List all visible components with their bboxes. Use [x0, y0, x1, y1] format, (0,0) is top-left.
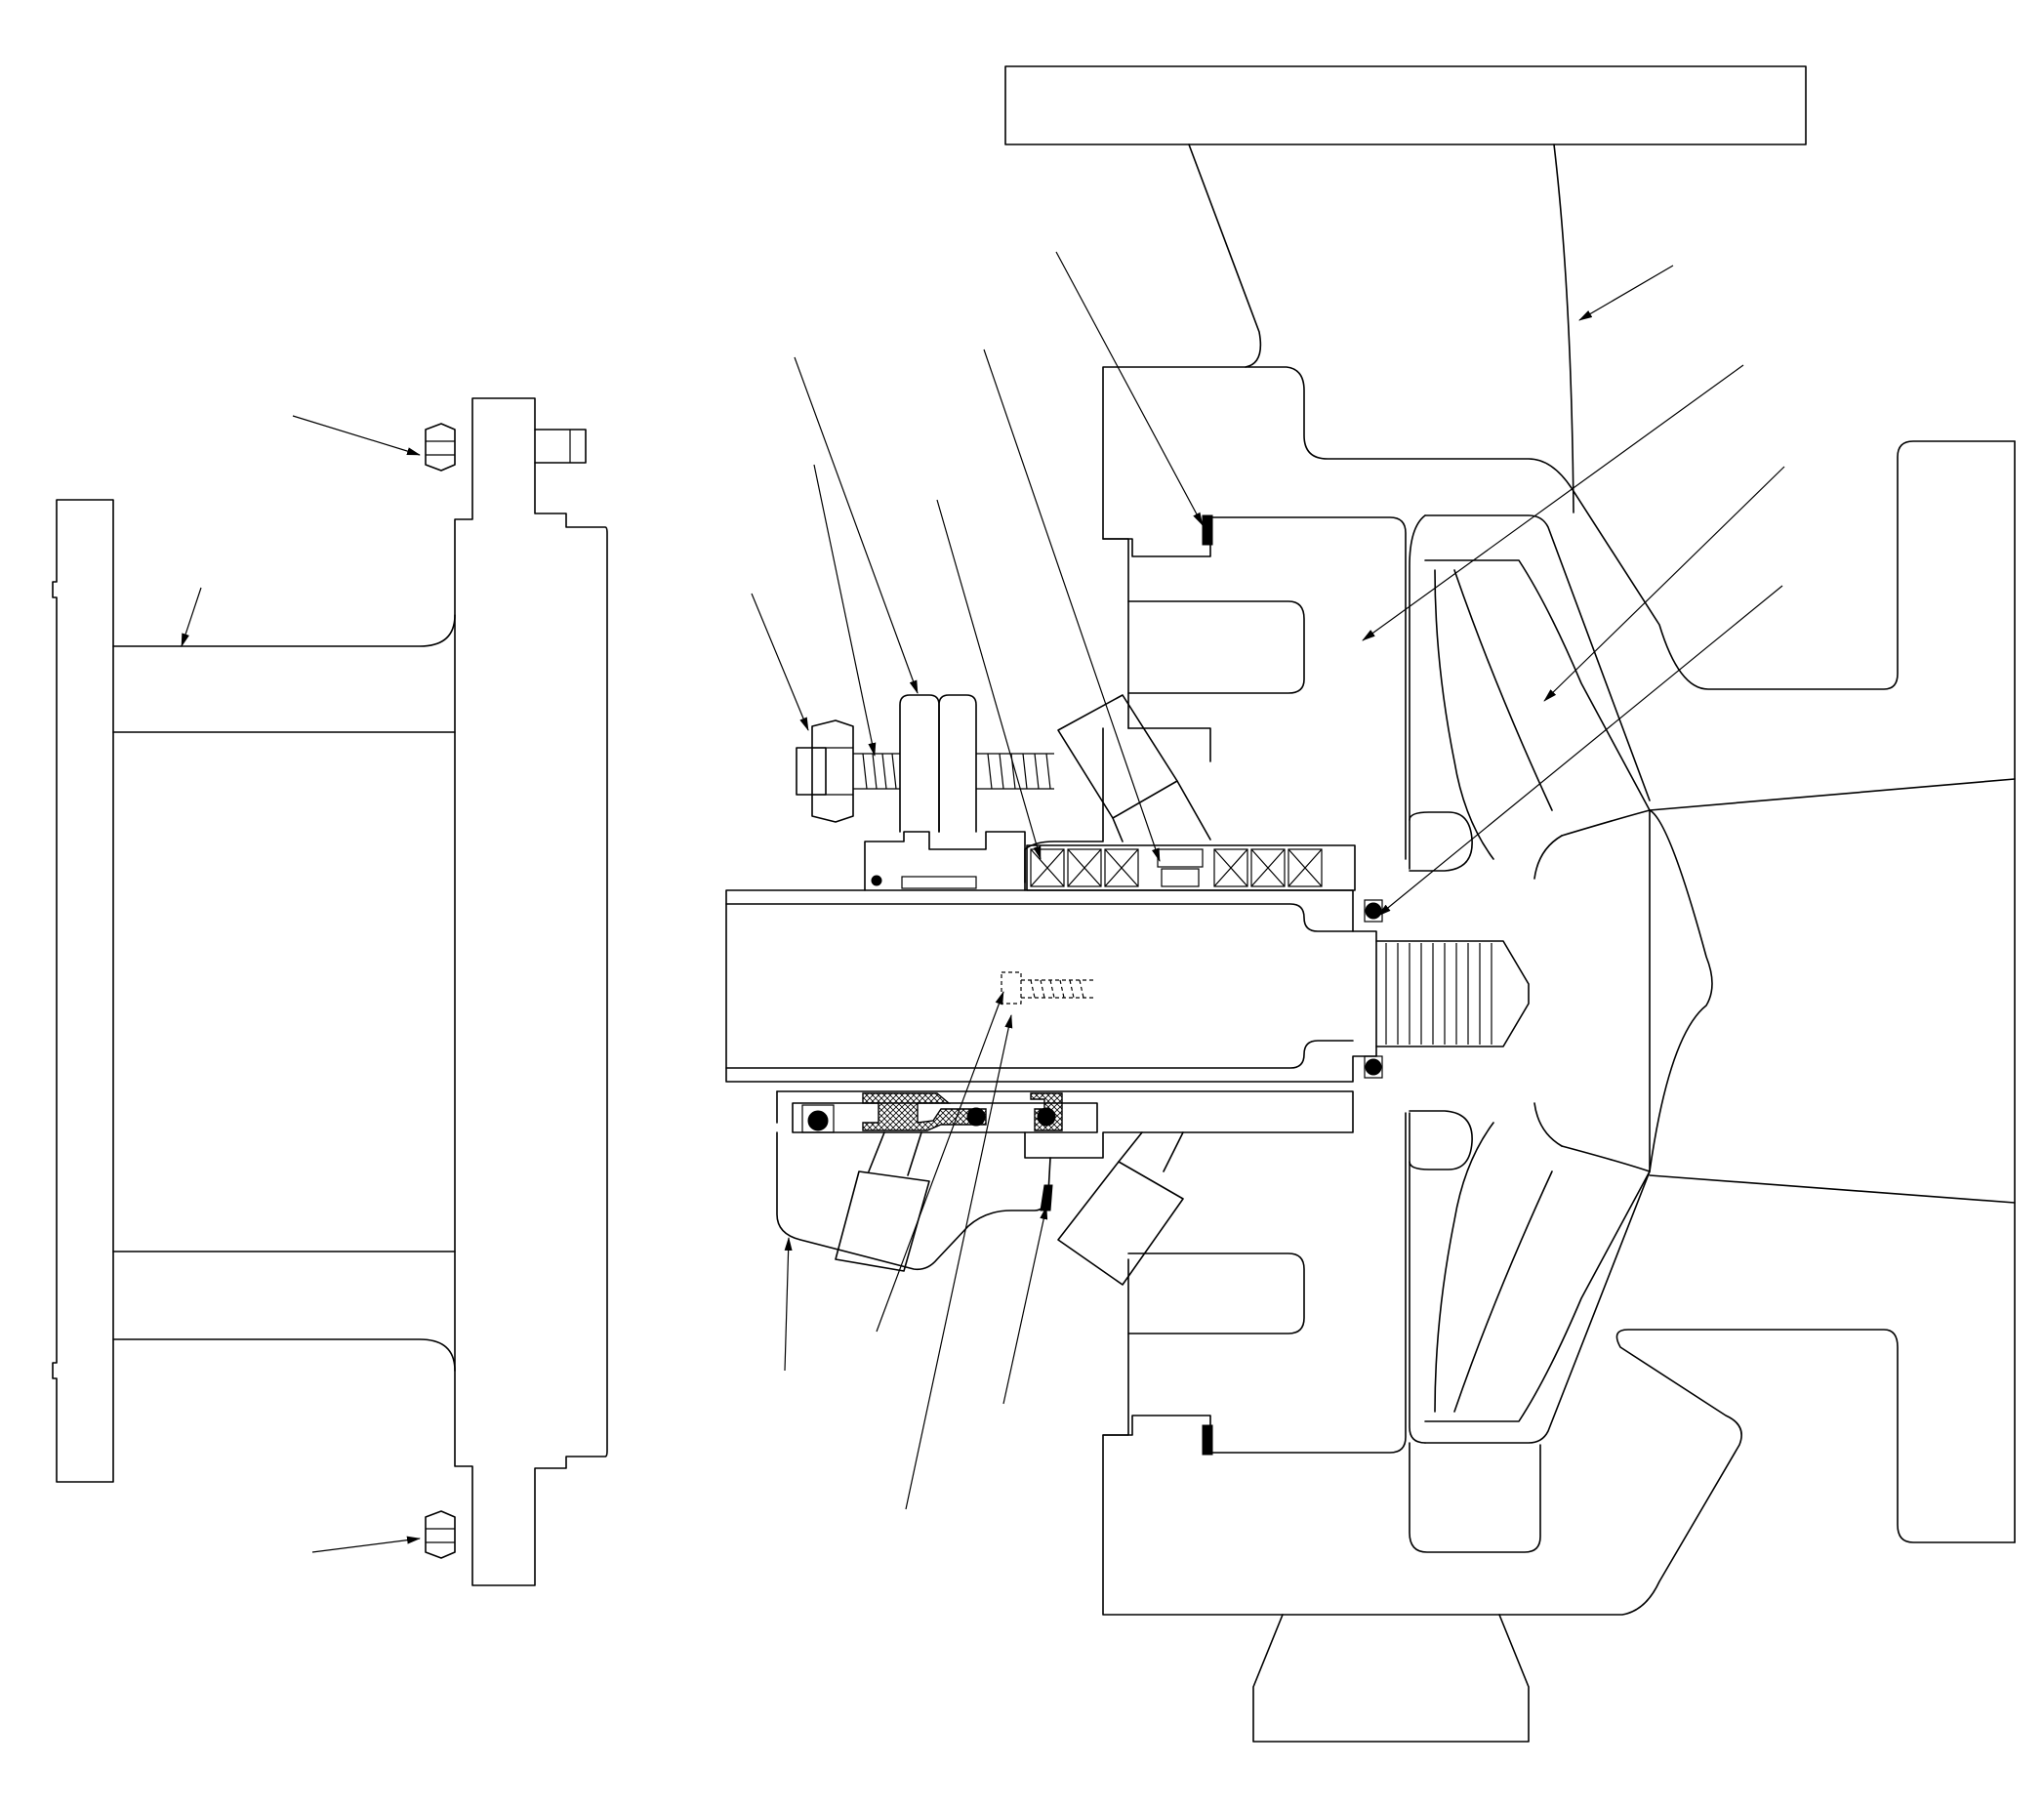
leader-line: [905, 1014, 1013, 1510]
leader-line: [1543, 466, 1785, 702]
leader-line: [876, 991, 1004, 1333]
pump-casing: [1004, 65, 2016, 1743]
leader-line: [181, 587, 202, 647]
leader-lines: [181, 251, 1785, 1553]
leader-line: [311, 1536, 421, 1553]
leader-line: [1002, 1206, 1048, 1405]
shaft: [725, 889, 1383, 1083]
packing-rings: [796, 694, 1356, 891]
leader-line: [813, 464, 877, 757]
leader-line: [751, 593, 809, 731]
leader-line: [1377, 585, 1783, 917]
leader-line: [936, 499, 1042, 860]
seal-housing: [1024, 514, 1407, 1456]
leader-line: [784, 1237, 793, 1372]
leader-line: [1055, 251, 1204, 526]
leader-line: [983, 349, 1161, 862]
leader-line: [1578, 265, 1674, 321]
leader-line: [292, 415, 421, 456]
leader-line: [1362, 364, 1744, 641]
mechanical-seal: [776, 1090, 1354, 1286]
impeller: [1375, 559, 1713, 1422]
leader-line: [794, 356, 919, 694]
bearing-frame-adapter: [52, 397, 608, 1586]
